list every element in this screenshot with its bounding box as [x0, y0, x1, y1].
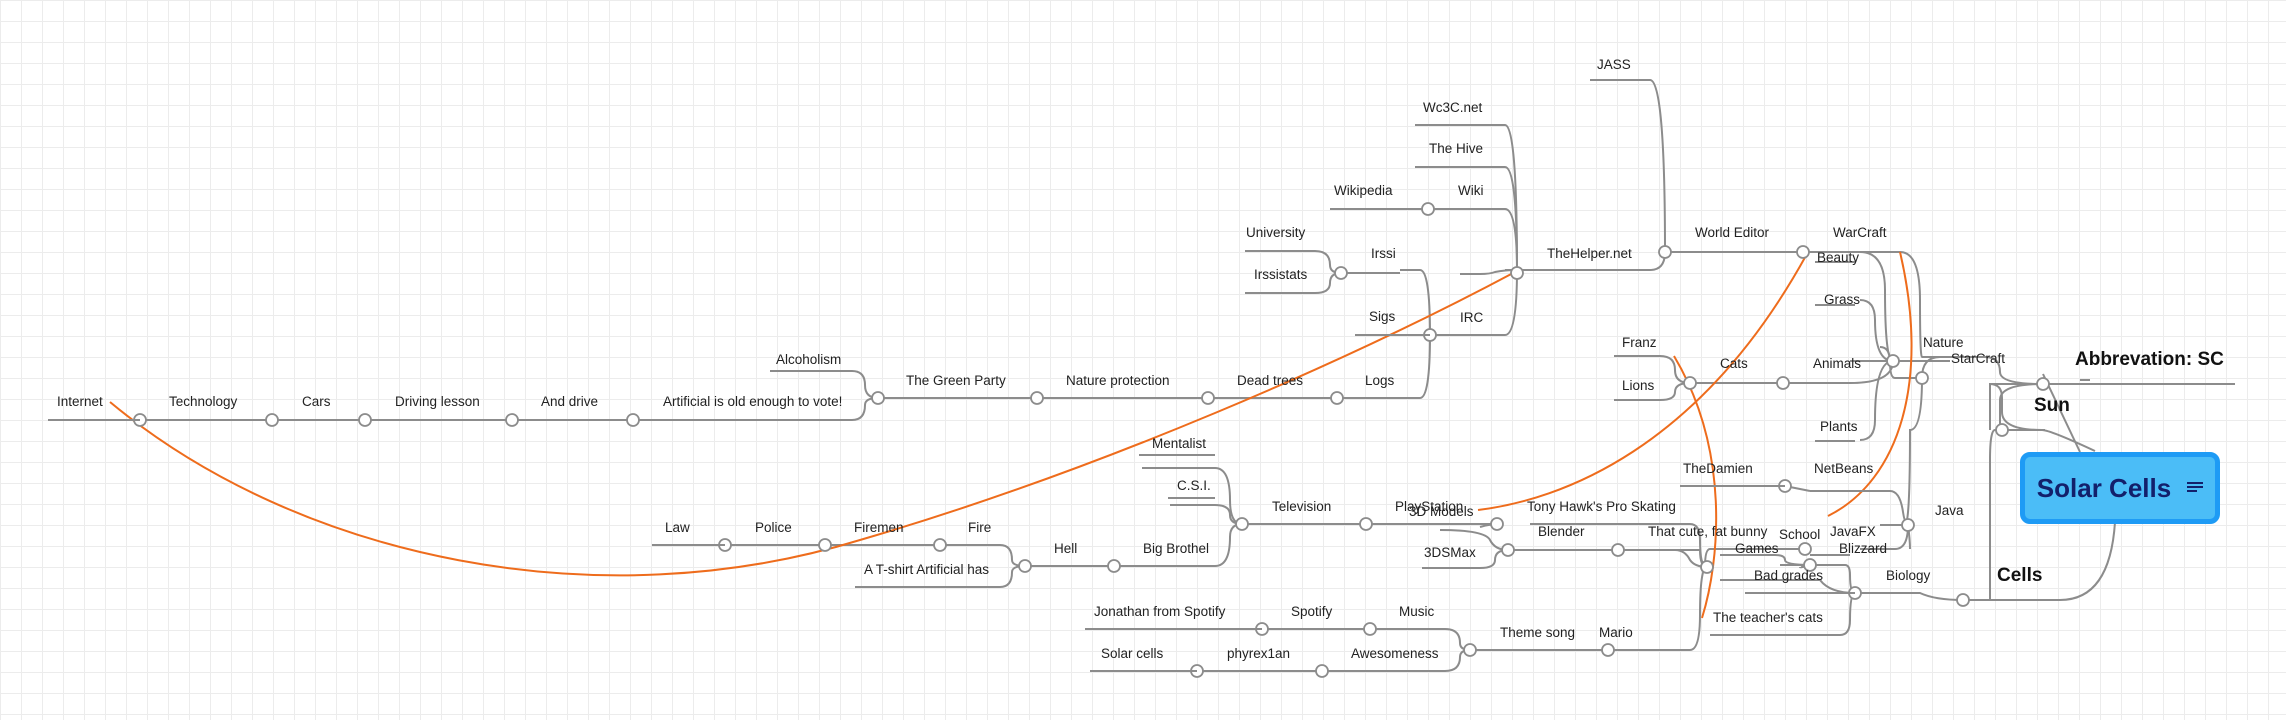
topic-wiki[interactable]: Wiki: [1458, 183, 1484, 198]
topic-and-drive[interactable]: And drive: [541, 394, 598, 409]
topic-bad-grades[interactable]: Bad grades: [1754, 568, 1823, 583]
topic-biology[interactable]: Biology: [1886, 568, 1931, 583]
topic-phyrex1an[interactable]: phyrex1an: [1227, 646, 1290, 661]
topic-java[interactable]: Java: [1935, 503, 1964, 518]
relationship-lines: [109, 251, 1913, 619]
topic-beauty[interactable]: Beauty: [1817, 250, 1859, 265]
topic-dead-trees[interactable]: Dead trees: [1237, 373, 1303, 388]
topic-grass[interactable]: Grass: [1824, 292, 1860, 307]
topic-playstation[interactable]: PlayStation: [1395, 499, 1463, 514]
topic-franz[interactable]: Franz: [1622, 335, 1657, 350]
topic-fire[interactable]: Fire: [968, 520, 991, 535]
topic-thehelper[interactable]: TheHelper.net: [1547, 246, 1632, 261]
topic-awesomeness[interactable]: Awesomeness: [1351, 646, 1439, 661]
topic-alcoholism[interactable]: Alcoholism: [776, 352, 841, 367]
branch-knobs[interactable]: [133, 202, 2050, 678]
topic-3d-models[interactable]: 3D Models: [1409, 504, 1474, 519]
topic-irc[interactable]: IRC: [1460, 310, 1484, 325]
topic-cars[interactable]: Cars: [302, 394, 331, 409]
topic-thedamien[interactable]: TheDamien: [1683, 461, 1753, 476]
topic-wikipedia[interactable]: Wikipedia: [1334, 183, 1393, 198]
topic-logs[interactable]: Logs: [1365, 373, 1395, 388]
central-topic[interactable]: Solar Cells: [2020, 452, 2220, 524]
topic-netbeans[interactable]: NetBeans: [1814, 461, 1874, 476]
topic-green-party[interactable]: The Green Party: [906, 373, 1006, 388]
leaf-underlines: [48, 79, 1890, 672]
topic-mentalist[interactable]: Mentalist: [1152, 436, 1206, 451]
topic-cats[interactable]: Cats: [1720, 356, 1748, 371]
topic-music[interactable]: Music: [1399, 604, 1435, 619]
topic-jass[interactable]: JASS: [1597, 57, 1631, 72]
topic-irssi[interactable]: Irssi: [1371, 246, 1396, 261]
topic-blender[interactable]: Blender: [1538, 524, 1585, 539]
topic-animals[interactable]: Animals: [1813, 356, 1861, 371]
notes-icon[interactable]: [2187, 481, 2204, 495]
topic-tshirt[interactable]: A T-shirt Artificial has: [864, 562, 989, 577]
topic-csi[interactable]: C.S.I.: [1177, 478, 1211, 493]
topic-world-editor[interactable]: World Editor: [1695, 225, 1770, 240]
topic-irssistats[interactable]: Irssistats: [1254, 267, 1308, 282]
topic-school[interactable]: School: [1779, 527, 1820, 542]
topic-internet[interactable]: Internet: [57, 394, 103, 409]
topic-teachers-cats[interactable]: The teacher's cats: [1713, 610, 1823, 625]
topic-blizzard[interactable]: Blizzard: [1839, 541, 1887, 556]
topic-technology[interactable]: Technology: [169, 394, 238, 409]
topic-solar-cells-leaf[interactable]: Solar cells: [1101, 646, 1164, 661]
topic-javafx[interactable]: JavaFX: [1830, 524, 1876, 539]
topic-thehive[interactable]: The Hive: [1429, 141, 1483, 156]
topic-wc3c[interactable]: Wc3C.net: [1423, 100, 1483, 115]
topic-starcraft[interactable]: StarCraft: [1951, 351, 2005, 366]
topic-nature[interactable]: Nature: [1923, 335, 1964, 350]
topic-spotify[interactable]: Spotify: [1291, 604, 1333, 619]
topic-nature-protection[interactable]: Nature protection: [1066, 373, 1170, 388]
topic-television[interactable]: Television: [1272, 499, 1331, 514]
topic-abbreviation[interactable]: Abbrevation: SC: [2075, 349, 2224, 370]
topic-hell[interactable]: Hell: [1054, 541, 1077, 556]
topic-law[interactable]: Law: [665, 520, 690, 535]
topic-tony-hawk[interactable]: Tony Hawk's Pro Skating: [1527, 499, 1676, 514]
topic-big-brothel[interactable]: Big Brothel: [1143, 541, 1209, 556]
topic-games[interactable]: Games: [1735, 541, 1779, 556]
topic-labels[interactable]: Abbrevation: SC Sun Cells StarCraft Natu…: [57, 57, 2224, 661]
topic-police[interactable]: Police: [755, 520, 792, 535]
topic-cells[interactable]: Cells: [1997, 565, 2042, 586]
topic-university[interactable]: University: [1246, 225, 1306, 240]
topic-3dsmax[interactable]: 3DSMax: [1424, 545, 1476, 560]
topic-sun[interactable]: Sun: [2034, 395, 2070, 416]
topic-theme-song[interactable]: Theme song: [1500, 625, 1575, 640]
topic-mario[interactable]: Mario: [1599, 625, 1633, 640]
topic-plants[interactable]: Plants: [1820, 419, 1858, 434]
topic-jonathan[interactable]: Jonathan from Spotify: [1094, 604, 1226, 619]
topic-sigs[interactable]: Sigs: [1369, 309, 1396, 324]
central-topic-label: Solar Cells: [2036, 472, 2172, 503]
topic-lions[interactable]: Lions: [1622, 378, 1655, 393]
topic-warcraft[interactable]: WarCraft: [1833, 225, 1887, 240]
topic-artificial-vote[interactable]: Artificial is old enough to vote!: [663, 394, 842, 409]
topic-driving-lesson[interactable]: Driving lesson: [395, 394, 480, 409]
topic-fat-bunny[interactable]: That cute, fat bunny: [1648, 524, 1768, 539]
topic-firemen[interactable]: Firemen: [854, 520, 904, 535]
